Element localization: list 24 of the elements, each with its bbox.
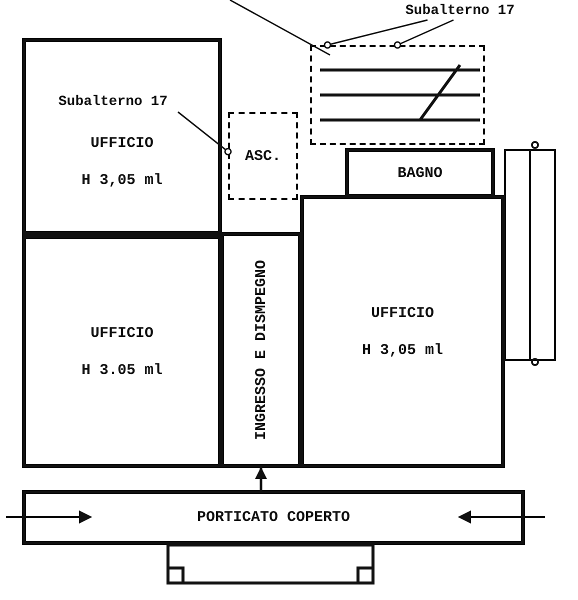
- room-area: [300, 195, 505, 468]
- room-name: BAGNO: [397, 164, 442, 182]
- room-name: UFFICIO: [90, 324, 154, 342]
- leader-line: [178, 111, 232, 156]
- room-name: PORTICATO COPERTO: [196, 509, 350, 526]
- corridor-area: [220, 232, 302, 468]
- ceiling-height: H 3,05 ml: [81, 172, 162, 188]
- staircase-area: [310, 45, 485, 145]
- room-area: [22, 38, 222, 235]
- ceiling-height: H 3,05 ml: [362, 342, 443, 358]
- leader-line: [324, 19, 428, 49]
- room-name: UFFICIO: [370, 304, 434, 322]
- room-area: [22, 235, 222, 468]
- leader-line: [394, 19, 454, 49]
- ceiling-height: H 3.05 ml: [81, 362, 162, 378]
- leader-text: Subalterno 17: [405, 3, 515, 19]
- entrance-arrow: [255, 467, 267, 490]
- porch-area: [22, 490, 525, 545]
- leader-text: Subalterno 17: [58, 94, 168, 110]
- room-name: ASC.: [244, 148, 281, 164]
- room-name: INGRESSO E DISMPEGNO: [252, 260, 270, 440]
- room-area: [345, 148, 495, 198]
- room-name: UFFICIO: [90, 134, 154, 152]
- lift-area: [228, 112, 298, 200]
